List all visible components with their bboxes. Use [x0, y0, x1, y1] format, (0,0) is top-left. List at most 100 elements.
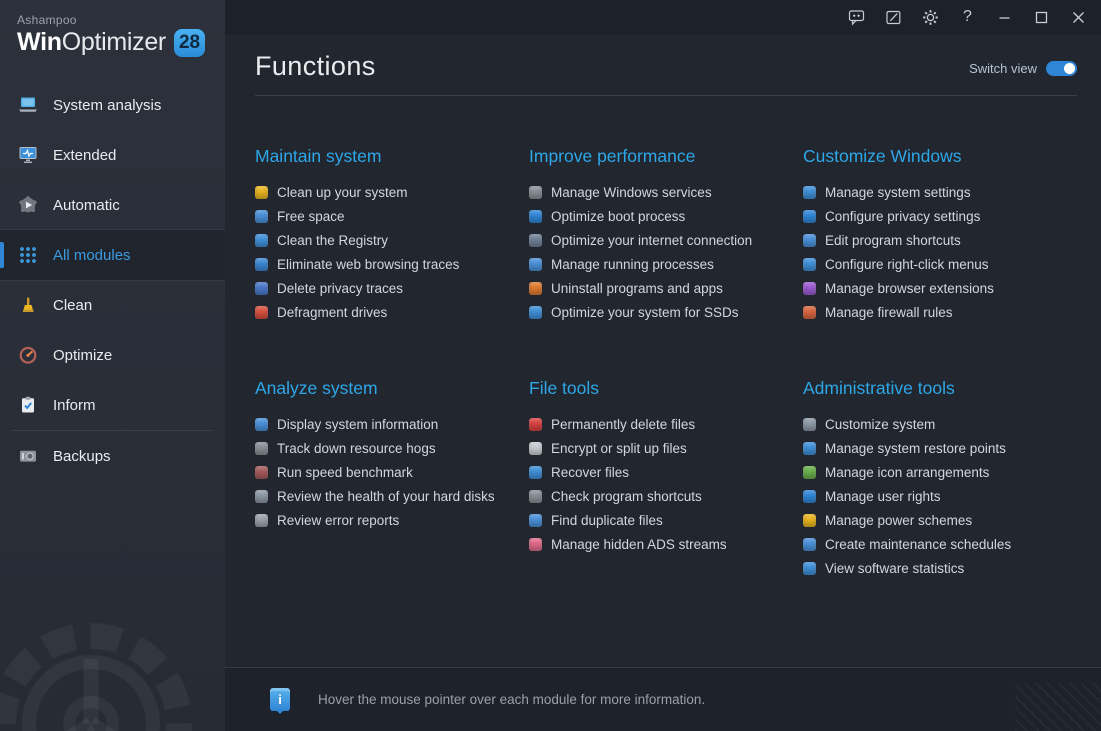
sidebar-nav: System analysis Extended Automatic All — [0, 80, 225, 481]
module-link[interactable]: Manage system settings — [803, 180, 1077, 204]
module-link[interactable]: Permanently delete files — [529, 412, 803, 436]
notes-button[interactable] — [875, 0, 912, 35]
sidebar-item-system-analysis[interactable]: System analysis — [0, 80, 225, 130]
module-link[interactable]: View software statistics — [803, 556, 1077, 580]
module-link[interactable]: Manage Windows services — [529, 180, 803, 204]
sidebar-divider — [12, 430, 213, 431]
system-info-laptop-icon — [255, 417, 268, 431]
boot-up-arrow-icon — [529, 209, 542, 223]
module-link[interactable]: Optimize your internet connection — [529, 228, 803, 252]
content-area: Functions Switch view Maintain system Cl… — [225, 35, 1101, 667]
broom-icon — [255, 185, 268, 199]
ads-folder-icon — [529, 537, 542, 551]
module-link[interactable]: Configure right-click menus — [803, 252, 1077, 276]
module-link[interactable]: Manage icon arrangements — [803, 460, 1077, 484]
sidebar-item-inform[interactable]: Inform — [0, 380, 225, 430]
module-link[interactable]: Optimize boot process — [529, 204, 803, 228]
settings-button[interactable] — [912, 0, 949, 35]
module-link[interactable]: Clean the Registry — [255, 228, 529, 252]
disk-health-icon — [255, 489, 268, 503]
restore-arrows-icon — [803, 441, 816, 455]
burn-delete-bin-icon — [529, 417, 542, 431]
module-link[interactable]: Defragment drives — [255, 300, 529, 324]
switch-view-toggle[interactable] — [1046, 61, 1077, 76]
module-link[interactable]: Manage user rights — [803, 484, 1077, 508]
module-link[interactable]: Display system information — [255, 412, 529, 436]
close-button[interactable] — [1060, 0, 1097, 35]
module-link[interactable]: Delete privacy traces — [255, 276, 529, 300]
sidebar-item-optimize[interactable]: Optimize — [0, 330, 225, 380]
module-link[interactable]: Uninstall programs and apps — [529, 276, 803, 300]
maximize-button[interactable] — [1023, 0, 1060, 35]
corner-stripes-decoration — [1015, 683, 1101, 731]
grid-dots-icon — [17, 245, 39, 265]
process-monitor-icon — [529, 257, 542, 271]
help-button[interactable]: ? — [963, 7, 972, 25]
module-link[interactable]: Check program shortcuts — [529, 484, 803, 508]
defrag-blocks-icon — [255, 305, 268, 319]
battery-icon — [803, 513, 816, 527]
schedule-list-icon — [803, 537, 816, 551]
firewall-flame-icon — [803, 305, 816, 319]
module-link[interactable]: Manage firewall rules — [803, 300, 1077, 324]
selected-indicator — [0, 242, 4, 268]
globe-icon — [255, 257, 268, 271]
gear-icon — [923, 10, 938, 25]
module-link[interactable]: Track down resource hogs — [255, 436, 529, 460]
module-link[interactable]: Encrypt or split up files — [529, 436, 803, 460]
main-area: ? Functions Switch view — [225, 0, 1101, 731]
module-link[interactable]: Recover files — [529, 460, 803, 484]
error-report-monitor-icon — [255, 513, 268, 527]
group-title: File tools — [529, 378, 600, 398]
icon-arrangement-dots-icon — [803, 465, 816, 479]
sidebar-item-clean[interactable]: Clean — [0, 280, 225, 330]
clipboard-check-icon — [17, 395, 39, 415]
context-menu-list-icon — [803, 257, 816, 271]
module-link[interactable]: Clean up your system — [255, 180, 529, 204]
registry-dots-icon — [255, 233, 268, 247]
module-link[interactable]: Manage system restore points — [803, 436, 1077, 460]
group-title: Customize Windows — [803, 146, 962, 166]
feedback-button[interactable] — [838, 0, 875, 35]
broom-icon — [17, 295, 39, 315]
minimize-button[interactable] — [986, 0, 1023, 35]
module-link[interactable]: Free space — [255, 204, 529, 228]
module-link[interactable]: Edit program shortcuts — [803, 228, 1077, 252]
module-link[interactable]: Manage running processes — [529, 252, 803, 276]
group-maintain-system: Maintain system Clean up your system Fre… — [255, 146, 529, 324]
group-title: Improve performance — [529, 146, 696, 166]
module-link[interactable]: Configure privacy settings — [803, 204, 1077, 228]
toggle-knob — [1064, 63, 1075, 74]
module-link[interactable]: Review error reports — [255, 508, 529, 532]
gears-icon — [529, 185, 542, 199]
camera-icon — [17, 446, 39, 466]
module-link[interactable]: Customize system — [803, 412, 1077, 436]
module-link[interactable]: Run speed benchmark — [255, 460, 529, 484]
module-link[interactable]: Find duplicate files — [529, 508, 803, 532]
group-administrative-tools: Administrative tools Customize system Ma… — [803, 378, 1077, 580]
module-link[interactable]: Review the health of your hard disks — [255, 484, 529, 508]
group-title: Maintain system — [255, 146, 382, 166]
module-link[interactable]: Create maintenance schedules — [803, 532, 1077, 556]
privacy-shield-icon — [255, 281, 268, 295]
maximize-icon — [1035, 11, 1048, 24]
customize-monitor-icon — [803, 417, 816, 431]
module-link[interactable]: Manage power schemes — [803, 508, 1077, 532]
broken-link-icon — [529, 489, 542, 503]
module-link[interactable]: Eliminate web browsing traces — [255, 252, 529, 276]
info-icon: i — [270, 688, 290, 714]
speedometer-icon — [17, 345, 39, 365]
module-link[interactable]: Manage hidden ADS streams — [529, 532, 803, 556]
sidebar-item-backups[interactable]: Backups — [0, 431, 225, 481]
disk-space-icon — [255, 209, 268, 223]
group-title: Analyze system — [255, 378, 378, 398]
module-link[interactable]: Optimize your system for SSDs — [529, 300, 803, 324]
module-link[interactable]: Manage browser extensions — [803, 276, 1077, 300]
info-message: Hover the mouse pointer over each module… — [318, 692, 706, 707]
puzzle-piece-icon — [803, 281, 816, 295]
sidebar-item-automatic[interactable]: Automatic — [0, 180, 225, 230]
sidebar-item-all-modules[interactable]: All modules — [0, 230, 225, 280]
sidebar-item-extended[interactable]: Extended — [0, 130, 225, 180]
